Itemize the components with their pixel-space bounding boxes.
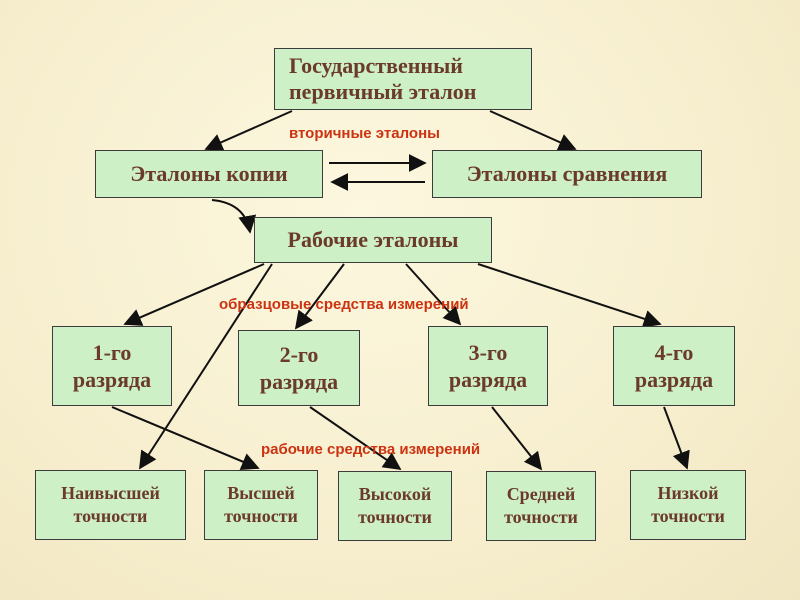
exemplary-instruments-label: образцовые средства измерений xyxy=(219,296,469,313)
arrow-copies-to-working xyxy=(211,199,257,234)
arrow-rank2-to-acc3 xyxy=(309,406,402,471)
rank-3-box: 3-го разряда xyxy=(428,326,548,406)
rank-4-box: 4-го разряда xyxy=(613,326,735,406)
primary-standard-box: Государственный первичный эталон xyxy=(274,48,532,110)
arrow-rank3-to-acc4 xyxy=(491,406,543,471)
arrow-working-to-rank2 xyxy=(294,263,345,330)
copy-standards-box: Эталоны копии xyxy=(95,150,323,198)
arrow-working-to-rank3 xyxy=(405,263,462,326)
working-instruments-label: рабочие средства измерений xyxy=(261,441,481,458)
arrow-primary-to-compare xyxy=(489,110,577,151)
rank-2-box: 2-го разряда xyxy=(238,330,360,406)
rank-1-box: 1-го разряда xyxy=(52,326,172,406)
highest-accuracy-box: Наивысшей точности xyxy=(35,470,186,540)
comparison-standards-box: Эталоны сравнения xyxy=(432,150,702,198)
medium-accuracy-box: Средней точности xyxy=(486,471,596,541)
high-accuracy-box: Высокой точности xyxy=(338,471,452,541)
higher-accuracy-box: Высшей точности xyxy=(204,470,318,540)
low-accuracy-box: Низкой точности xyxy=(630,470,746,540)
arrow-rank4-to-acc5 xyxy=(663,406,690,470)
arrow-working-to-acc1 xyxy=(139,263,273,470)
working-standards-box: Рабочие эталоны xyxy=(254,217,492,263)
arrow-primary-to-copies xyxy=(204,110,293,151)
secondary-standards-label: вторичные эталоны xyxy=(289,125,440,142)
arrow-rank1-to-acc2 xyxy=(111,406,260,471)
arrow-working-to-rank1 xyxy=(123,263,265,326)
arrow-working-to-rank4 xyxy=(477,263,662,328)
